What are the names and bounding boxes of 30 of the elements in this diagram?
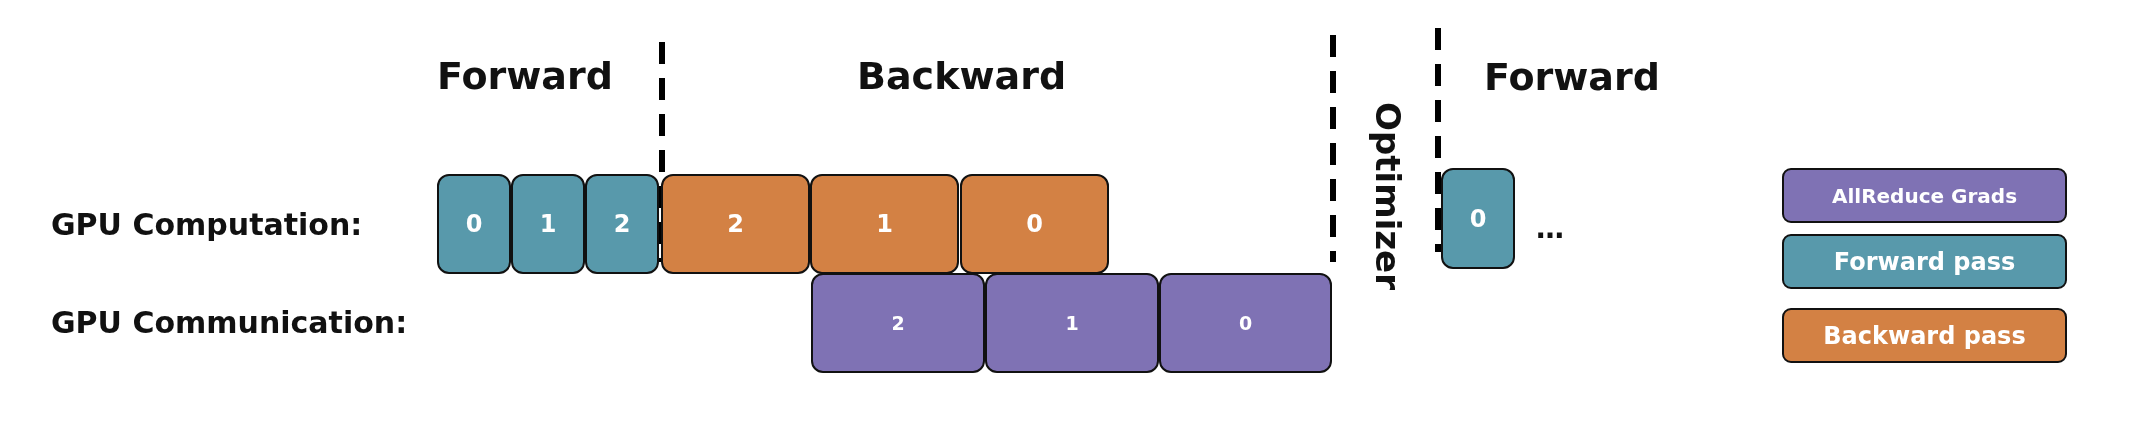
block-number: 0 bbox=[1238, 312, 1253, 334]
legend-item: Forward pass bbox=[1782, 234, 2067, 289]
block-number: 1 bbox=[876, 210, 893, 238]
block-number: 2 bbox=[891, 312, 905, 334]
time-block bbox=[985, 273, 1159, 373]
block-number: 0 bbox=[1469, 204, 1487, 233]
block-number: 2 bbox=[613, 210, 631, 238]
time-block bbox=[511, 174, 585, 274]
phase-label: Optimizer bbox=[1371, 102, 1405, 290]
block-number: 1 bbox=[1065, 312, 1079, 334]
ellipsis: … bbox=[1536, 215, 1564, 243]
time-block bbox=[1441, 168, 1515, 269]
block-number: 0 bbox=[1026, 210, 1043, 238]
time-block bbox=[661, 174, 810, 274]
time-block bbox=[585, 174, 659, 274]
phase-label: Forward bbox=[1484, 58, 1660, 96]
phase-label: Forward bbox=[437, 57, 613, 95]
block-number: 1 bbox=[539, 210, 557, 238]
time-block bbox=[960, 174, 1109, 274]
legend-item: AllReduce Grads bbox=[1782, 168, 2067, 223]
row-label: GPU Communication: bbox=[51, 308, 408, 338]
time-block bbox=[810, 174, 959, 274]
row-label: GPU Computation: bbox=[51, 210, 363, 240]
block-number: 2 bbox=[727, 210, 744, 238]
block-number: 0 bbox=[465, 210, 483, 238]
time-block bbox=[437, 174, 511, 274]
legend-item: Backward pass bbox=[1782, 308, 2067, 363]
phase-label: Backward bbox=[857, 57, 1067, 95]
time-block bbox=[811, 273, 985, 373]
time-block bbox=[1159, 273, 1332, 373]
